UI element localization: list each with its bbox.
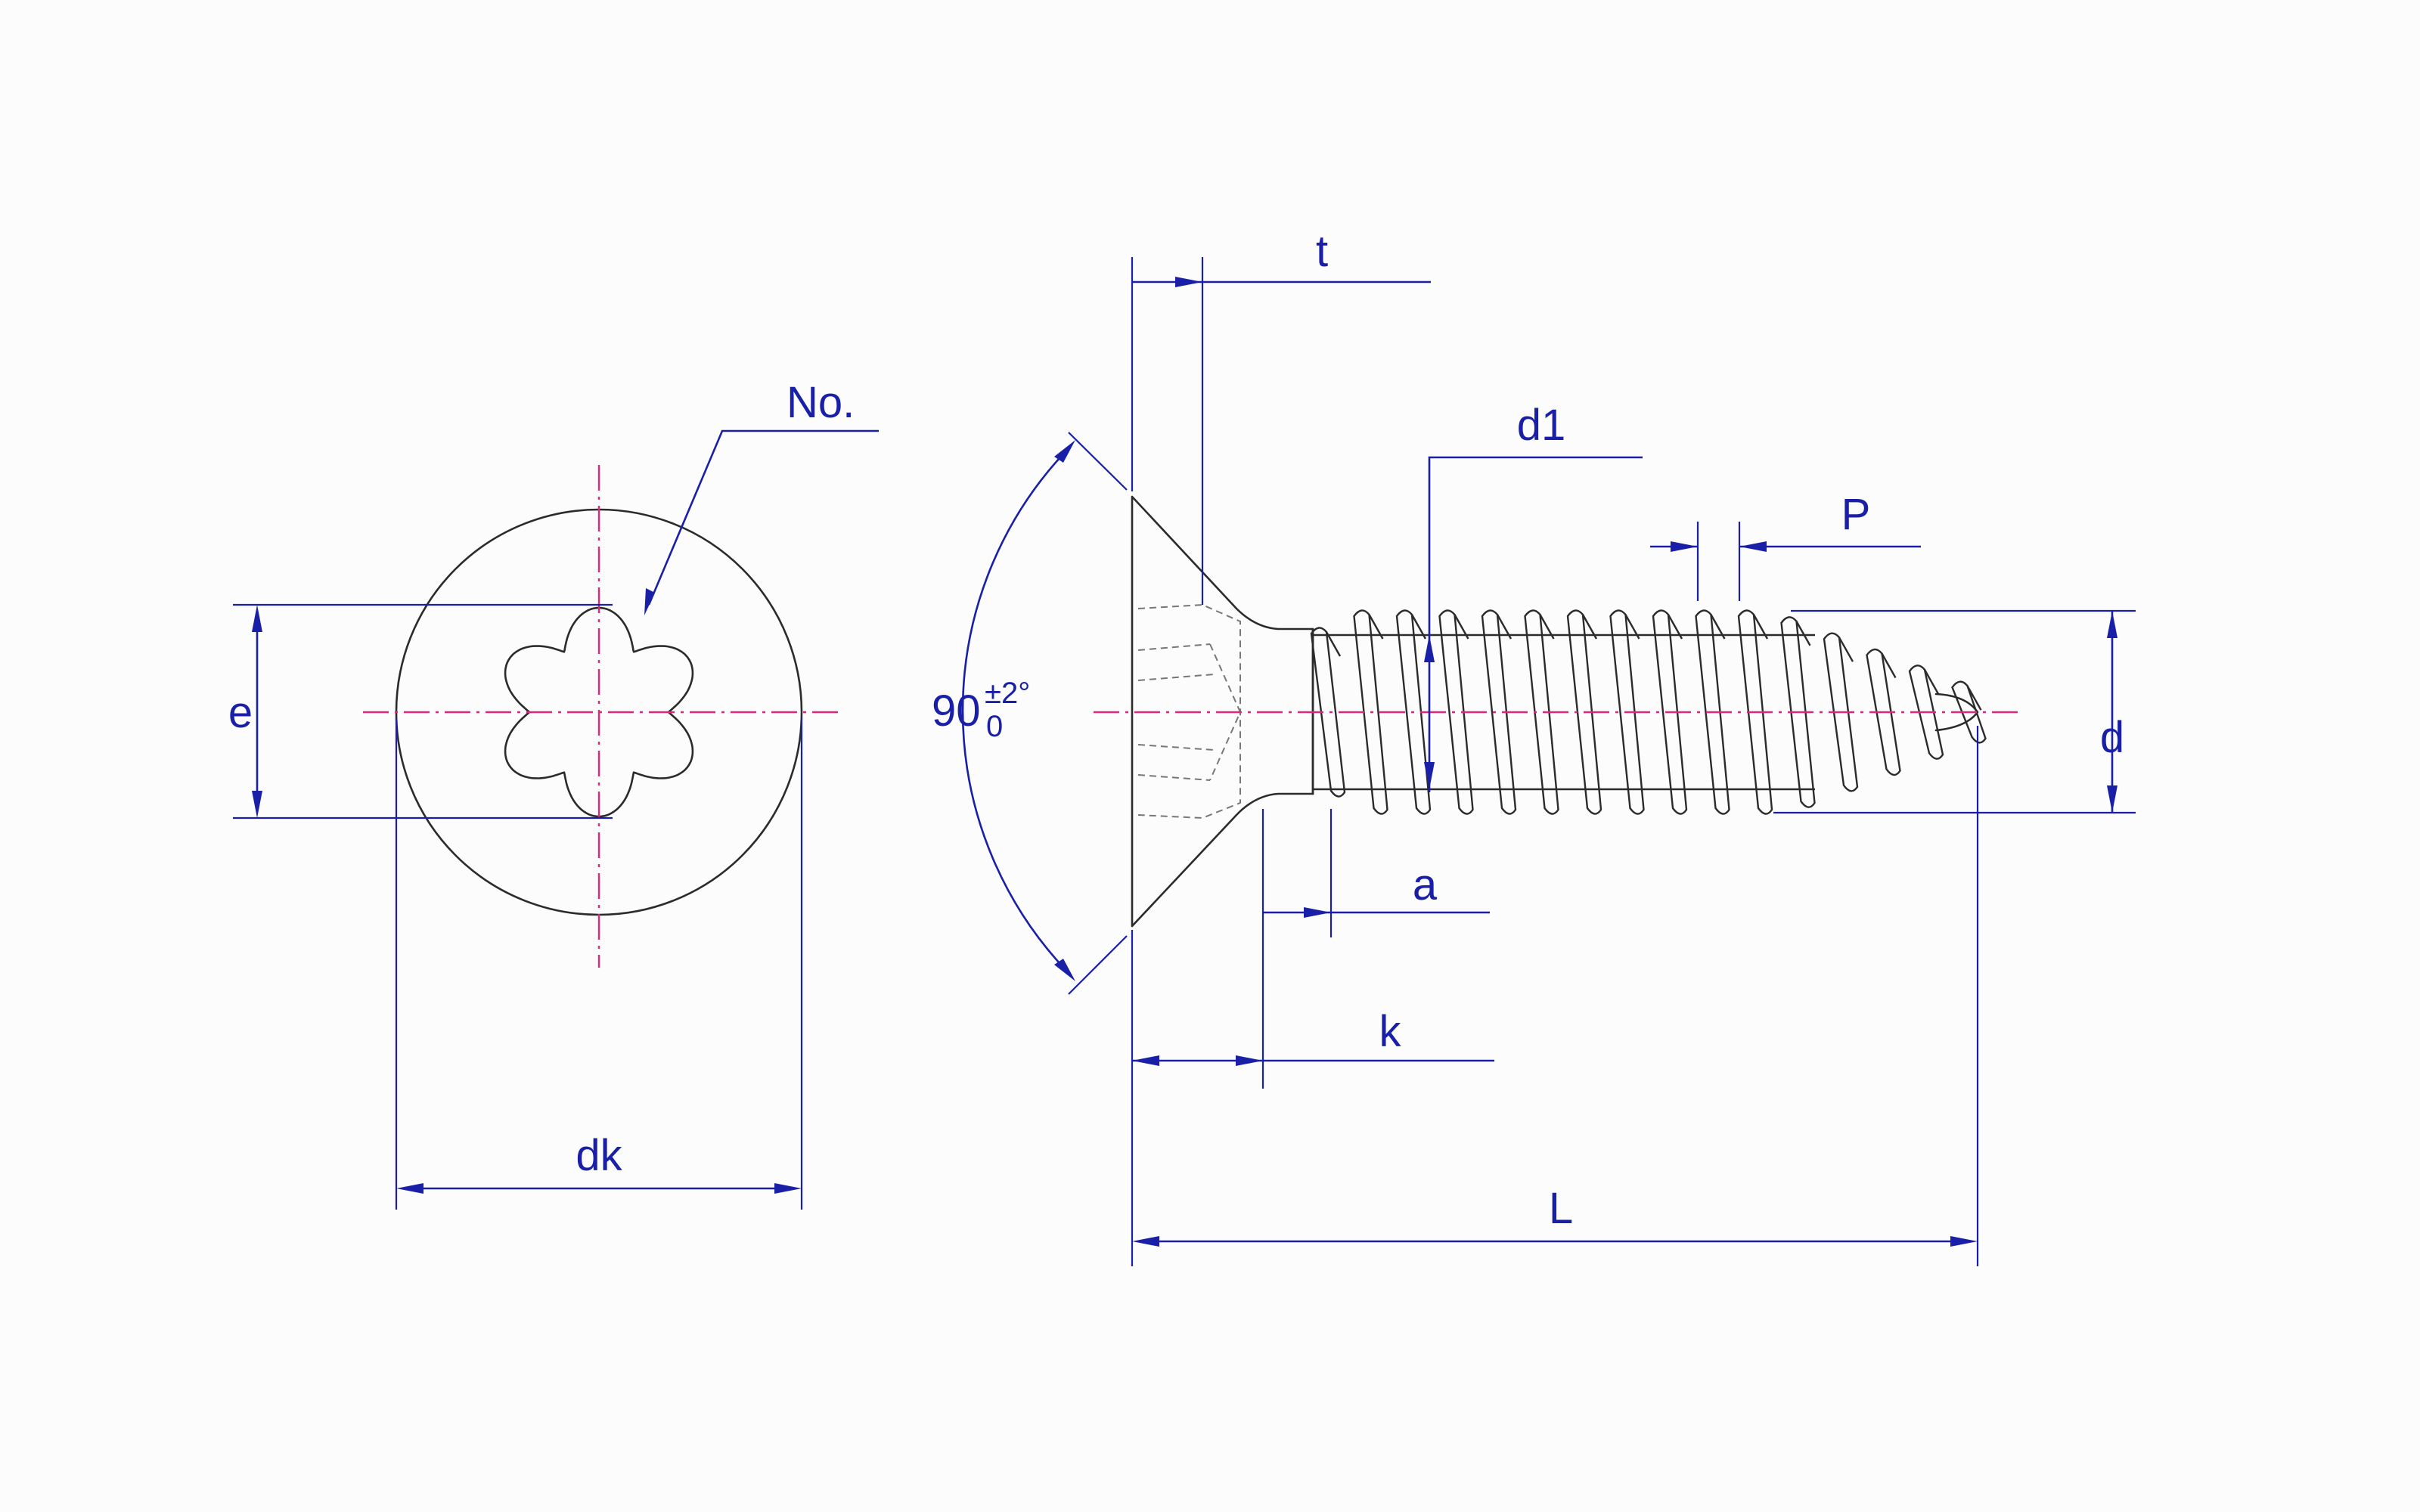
thread-flank — [1325, 631, 1342, 657]
thread-crest — [1866, 648, 1901, 776]
thread-crest — [1310, 627, 1346, 798]
dimension-e: e — [228, 603, 613, 820]
dimension-head-angle: 90 ±2° 0 — [932, 432, 1128, 995]
thread-flank — [1368, 614, 1384, 640]
thread-crests — [1310, 609, 1987, 815]
thread-flank — [1710, 614, 1726, 640]
thread-crest — [1395, 609, 1432, 815]
leader-no: No. — [644, 378, 879, 615]
countersunk-head-outline — [1131, 495, 1314, 928]
label-angle-upper-tol: ±2° — [985, 677, 1030, 710]
thread-crest — [1609, 609, 1645, 815]
screw-side-view — [1094, 495, 2021, 928]
label-angle-lower-tol: 0 — [986, 710, 1003, 743]
thread-crest — [1524, 609, 1559, 815]
label-t: t — [1316, 227, 1328, 276]
head-top-view — [363, 465, 839, 968]
dimension-p: P — [1650, 490, 1921, 601]
label-d1: d1 — [1517, 401, 1566, 450]
thread-crest — [1823, 632, 1859, 792]
label-d: d — [2100, 713, 2124, 762]
dimension-a: a — [1261, 809, 1490, 1089]
thread-crest — [1652, 609, 1688, 815]
label-k: k — [1379, 1007, 1402, 1056]
label-e: e — [228, 688, 253, 737]
thread-flank — [1795, 621, 1811, 646]
thread-flank — [1752, 614, 1769, 640]
dimension-l: L — [1131, 726, 1979, 1266]
thread-crest — [1951, 680, 1987, 744]
thread-flank — [1539, 614, 1555, 640]
thread-flank — [1496, 614, 1512, 640]
label-no: No. — [786, 378, 855, 427]
thread-flank — [1923, 669, 1940, 695]
label-dk: dk — [576, 1131, 622, 1180]
dimension-dk: dk — [395, 718, 803, 1210]
dimension-d: d — [1773, 609, 2136, 814]
thread-crest — [1908, 665, 1944, 760]
thread-crest — [1780, 616, 1816, 808]
thread-flank — [1667, 614, 1683, 640]
thread-crest — [1481, 609, 1517, 815]
thread-flank — [1410, 614, 1427, 640]
dimension-t: t — [1131, 227, 1431, 605]
thread-flank — [1966, 685, 1982, 711]
thread-flank — [1881, 652, 1897, 679]
dimension-d1: d1 — [1424, 401, 1643, 792]
thread-crest — [1353, 609, 1388, 815]
thread-flank — [1454, 614, 1469, 640]
thread-crest — [1566, 609, 1602, 815]
label-a: a — [1413, 860, 1438, 909]
thread-crest — [1438, 609, 1474, 815]
thread-crest — [1695, 609, 1730, 815]
thread-crest — [1737, 609, 1773, 815]
dimension-k: k — [1132, 1007, 1494, 1066]
label-p: P — [1841, 490, 1871, 539]
label-l: L — [1549, 1184, 1573, 1233]
thread-flank — [1581, 614, 1598, 640]
screw-tip — [1934, 692, 1979, 732]
thread-flank — [1624, 614, 1640, 640]
thread-flank — [1838, 637, 1854, 662]
label-angle-value: 90 — [932, 686, 981, 736]
